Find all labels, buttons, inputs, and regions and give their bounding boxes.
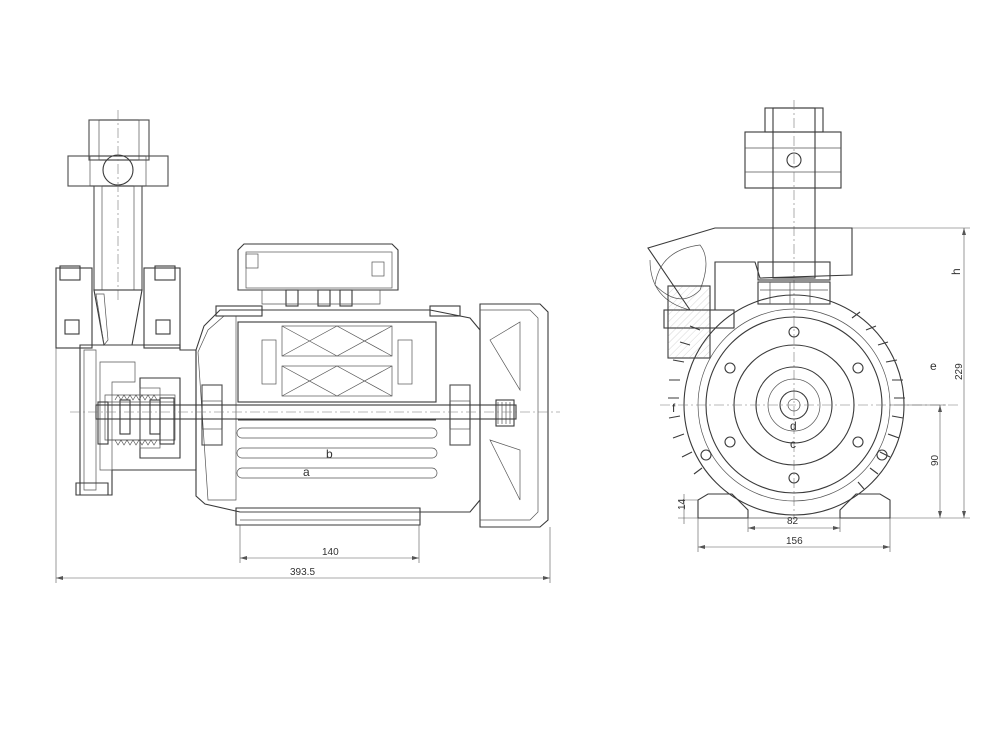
pump-casing	[55, 265, 197, 496]
dimension-base-width: 156	[697, 518, 891, 552]
impeller-seal-assembly	[108, 394, 175, 446]
dim-base-width: 156	[786, 536, 803, 547]
dimension-foot-spacing: 140	[239, 525, 420, 563]
dimension-overall-length: 393.5	[55, 348, 551, 583]
fan-cover	[479, 303, 549, 528]
dim-overall-length: 393.5	[290, 567, 315, 578]
label-a: a	[303, 465, 310, 479]
label-d: d	[790, 419, 797, 433]
label-h: h	[949, 268, 963, 275]
end-view: d c f e h 14 82 156	[647, 100, 970, 552]
dim-foot-width: 82	[787, 516, 799, 527]
dimension-total-height: 229	[852, 227, 970, 519]
dimension-shaft-height: 90	[890, 404, 946, 519]
label-c: c	[790, 437, 796, 451]
dimension-base-height: 14	[677, 494, 698, 524]
dim-total-height: 229	[954, 363, 965, 380]
dim-shaft-height: 90	[930, 454, 941, 466]
dimension-foot-width: 82	[747, 516, 841, 532]
label-f: f	[672, 401, 676, 415]
shaft	[70, 404, 560, 420]
label-e: e	[930, 359, 937, 373]
dim-foot-spacing: 140	[322, 547, 339, 558]
label-b: b	[326, 447, 333, 461]
side-section-view: b a 140 393.5	[55, 110, 560, 583]
motor-housing	[195, 243, 481, 526]
dim-base-height: 14	[677, 498, 688, 510]
end-view-casing	[647, 227, 853, 359]
discharge-pipe	[67, 110, 169, 346]
end-view-pipe	[744, 100, 842, 520]
